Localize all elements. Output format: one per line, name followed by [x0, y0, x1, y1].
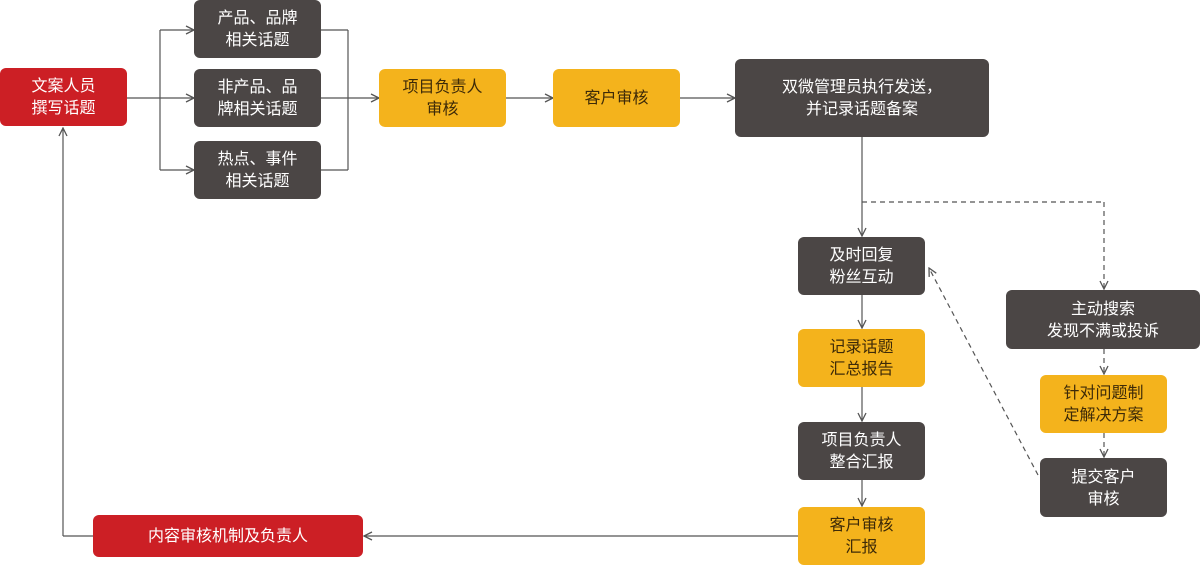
copywriter-node: 文案人员 撰写话题: [0, 68, 127, 126]
client-review-node: 客户审核: [553, 69, 680, 127]
pm-review-node: 项目负责人 审核: [379, 69, 506, 127]
content-mechanism-node: 内容审核机制及负责人: [93, 515, 363, 557]
topic-product-node: 产品、品牌 相关话题: [194, 0, 321, 58]
solution-node: 针对问题制 定解决方案: [1040, 375, 1167, 433]
pm-report-node: 项目负责人 整合汇报: [798, 422, 925, 480]
reply-fans-node: 及时回复 粉丝互动: [798, 237, 925, 295]
topic-nonproduct-node: 非产品、品 牌相关话题: [194, 69, 321, 127]
send-record-node: 双微管理员执行发送， 并记录话题备案: [735, 59, 989, 137]
dashed-connector: [929, 268, 1039, 476]
active-search-node: 主动搜索 发现不满或投诉: [1006, 290, 1200, 349]
submit-client-node: 提交客户 审核: [1040, 458, 1167, 517]
client-report-node: 客户审核 汇报: [798, 507, 925, 565]
record-summary-node: 记录话题 汇总报告: [798, 329, 925, 387]
topic-hotspot-node: 热点、事件 相关话题: [194, 141, 321, 199]
